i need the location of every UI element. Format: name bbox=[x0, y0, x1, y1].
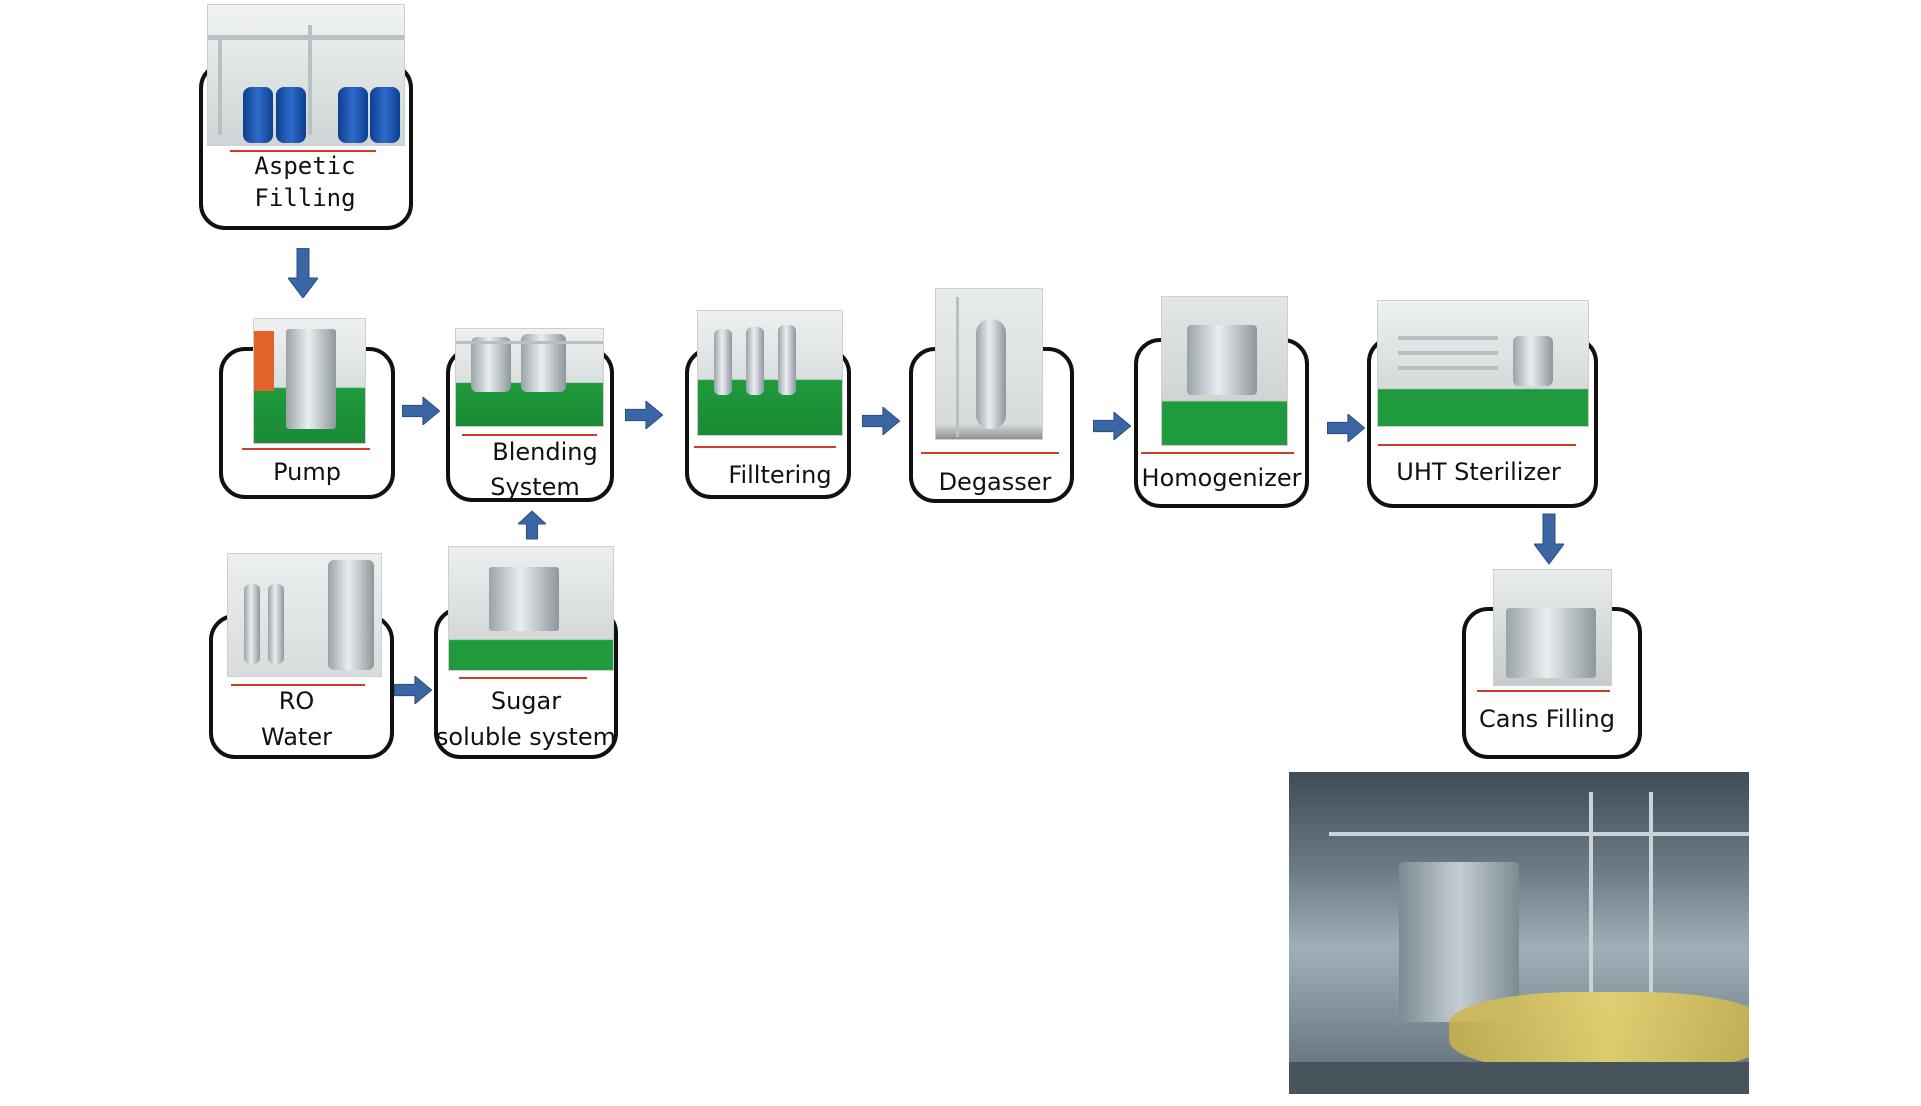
sugar-soluble-system-photo bbox=[448, 546, 614, 671]
arrow-down-aseptic-to-pump bbox=[288, 248, 318, 298]
ro-water-label-line2: Water bbox=[261, 723, 332, 751]
degasser-photo bbox=[935, 288, 1043, 440]
ro-water-photo bbox=[227, 553, 382, 677]
blending-system-photo bbox=[455, 328, 604, 427]
ro-water-label-line1: RO bbox=[278, 687, 315, 715]
uht-sterilizer-photo bbox=[1377, 300, 1589, 427]
sugar-soluble-system-label-line1: Sugar bbox=[490, 687, 562, 715]
arrow-pump-to-blending bbox=[402, 397, 440, 425]
arrow-down-uht-to-cans bbox=[1534, 508, 1564, 570]
arrow-filtering-to-degasser bbox=[862, 407, 900, 435]
arrow-degasser-to-homogenizer bbox=[1093, 412, 1131, 440]
homogenizer-label: Homogenizer bbox=[1141, 464, 1302, 492]
factory-production-line-photo bbox=[1289, 772, 1749, 1094]
arrow-homogenizer-to-uht bbox=[1327, 414, 1365, 442]
degasser-label: Degasser bbox=[938, 468, 1052, 496]
uht-sterilizer-underline bbox=[1378, 444, 1576, 446]
filtering-photo bbox=[697, 310, 843, 436]
filtering-label: Filltering bbox=[728, 461, 832, 489]
homogenizer-underline bbox=[1141, 452, 1294, 454]
blending-system-label-line1: Blending bbox=[492, 438, 598, 466]
aseptic-filling-label-line1: Aspetic bbox=[254, 152, 356, 180]
aseptic-filling-label-line2: Filling bbox=[254, 184, 356, 212]
blending-system-underline bbox=[462, 434, 597, 436]
cans-filling-label: Cans Filling bbox=[1479, 705, 1615, 733]
ro-water-underline bbox=[231, 684, 365, 686]
homogenizer-photo bbox=[1161, 296, 1288, 446]
degasser-underline bbox=[921, 452, 1059, 454]
arrow-blending-to-filtering bbox=[625, 401, 663, 429]
aseptic-filling-photo bbox=[207, 4, 405, 146]
aseptic-filling-underline bbox=[230, 150, 376, 152]
pump-underline bbox=[242, 448, 370, 450]
arrow-up-sugar-to-blending bbox=[518, 510, 546, 540]
filtering-underline bbox=[694, 446, 836, 448]
arrow-ro-to-sugar bbox=[394, 676, 432, 704]
pump-label: Pump bbox=[273, 458, 341, 486]
sugar-soluble-system-underline bbox=[459, 677, 587, 679]
sugar-soluble-system-label-line2: soluble system bbox=[435, 723, 617, 751]
cans-filling-photo bbox=[1493, 569, 1612, 686]
uht-sterilizer-label: UHT Sterilizer bbox=[1396, 458, 1561, 486]
cans-filling-underline bbox=[1477, 690, 1610, 692]
pump-photo bbox=[253, 318, 366, 444]
blending-system-label-line2: System bbox=[490, 473, 580, 501]
